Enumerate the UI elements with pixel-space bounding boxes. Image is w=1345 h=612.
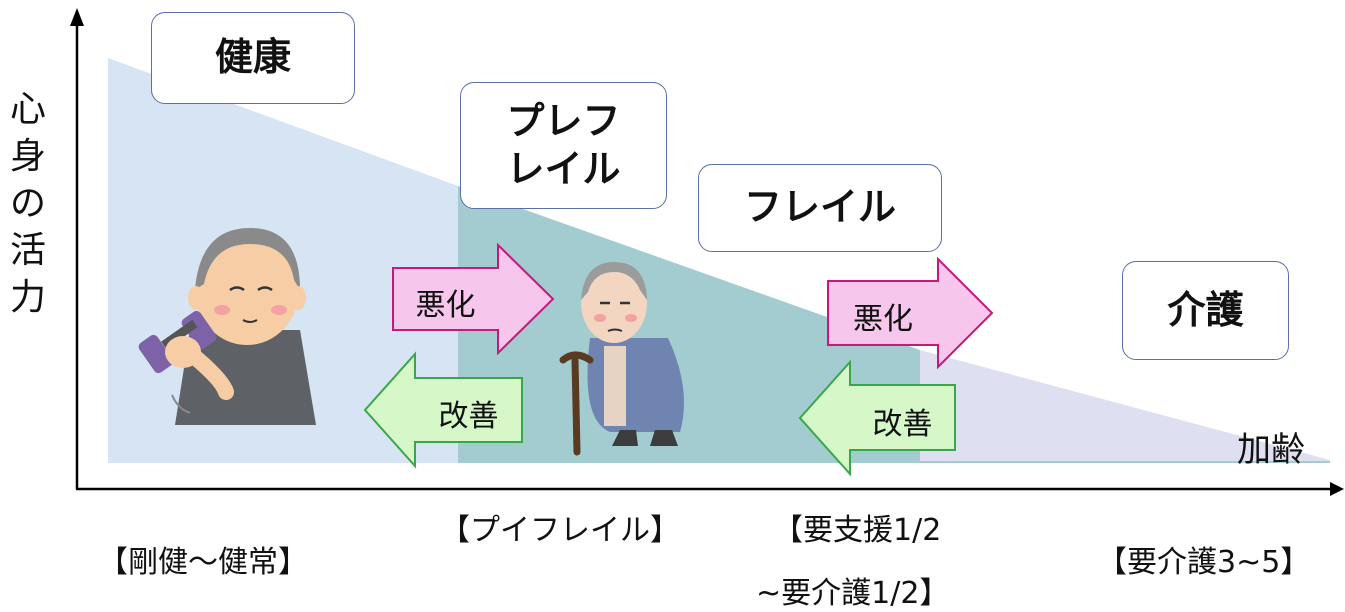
frail-stage-box: フレイル	[698, 164, 942, 252]
y-axis-label: 心 身 の 活 力	[6, 86, 50, 321]
category-care: 【要介護3~5】	[1097, 545, 1311, 580]
improve-label-2: 改善	[872, 407, 933, 442]
worsen-arrow-2	[827, 256, 994, 370]
worsen-arrow-1	[392, 242, 555, 356]
category-healthy: 【剛健〜健常】	[98, 545, 308, 580]
improve-label-1: 改善	[438, 399, 499, 434]
care-stage-label: 介護	[1167, 287, 1244, 332]
elder-with-cane-illustration	[559, 262, 684, 456]
healthy-stage-box: 健康	[151, 12, 355, 104]
worsen-label-1: 悪化	[415, 288, 476, 323]
category-prefrail: 【プイフレイル】	[440, 513, 680, 548]
healthy-stage-label: 健康	[214, 35, 291, 80]
improve-arrow-1	[363, 351, 523, 469]
exercising-elder-illustration	[138, 228, 316, 425]
prefrail-stage-label-line2: レイル	[506, 146, 621, 191]
x-axis-label: 加齢	[1237, 430, 1305, 470]
y-axis-label-char: の	[9, 183, 46, 224]
category-support-line1: 【要支援1/2	[773, 513, 942, 548]
y-axis-label-char: 活	[9, 230, 46, 271]
x-axis-arrowhead	[1330, 482, 1344, 496]
frail-stage-label: フレイル	[743, 185, 896, 230]
prefrail-stage-label-line1: プレフ	[506, 99, 621, 143]
y-axis-label-char: 心	[9, 89, 46, 130]
care-stage-box: 介護	[1122, 261, 1289, 360]
care-zone	[920, 350, 1330, 463]
improve-arrow-2	[798, 359, 956, 477]
worsen-label-2: 悪化	[853, 302, 913, 337]
y-axis-arrowhead	[70, 8, 84, 26]
prefrail-stage-box: プレフ レイル	[460, 82, 667, 209]
y-axis-label-char: 力	[9, 277, 46, 318]
category-support-line2: ~要介護1/2】	[756, 576, 950, 611]
y-axis-label-char: 身	[9, 136, 46, 177]
